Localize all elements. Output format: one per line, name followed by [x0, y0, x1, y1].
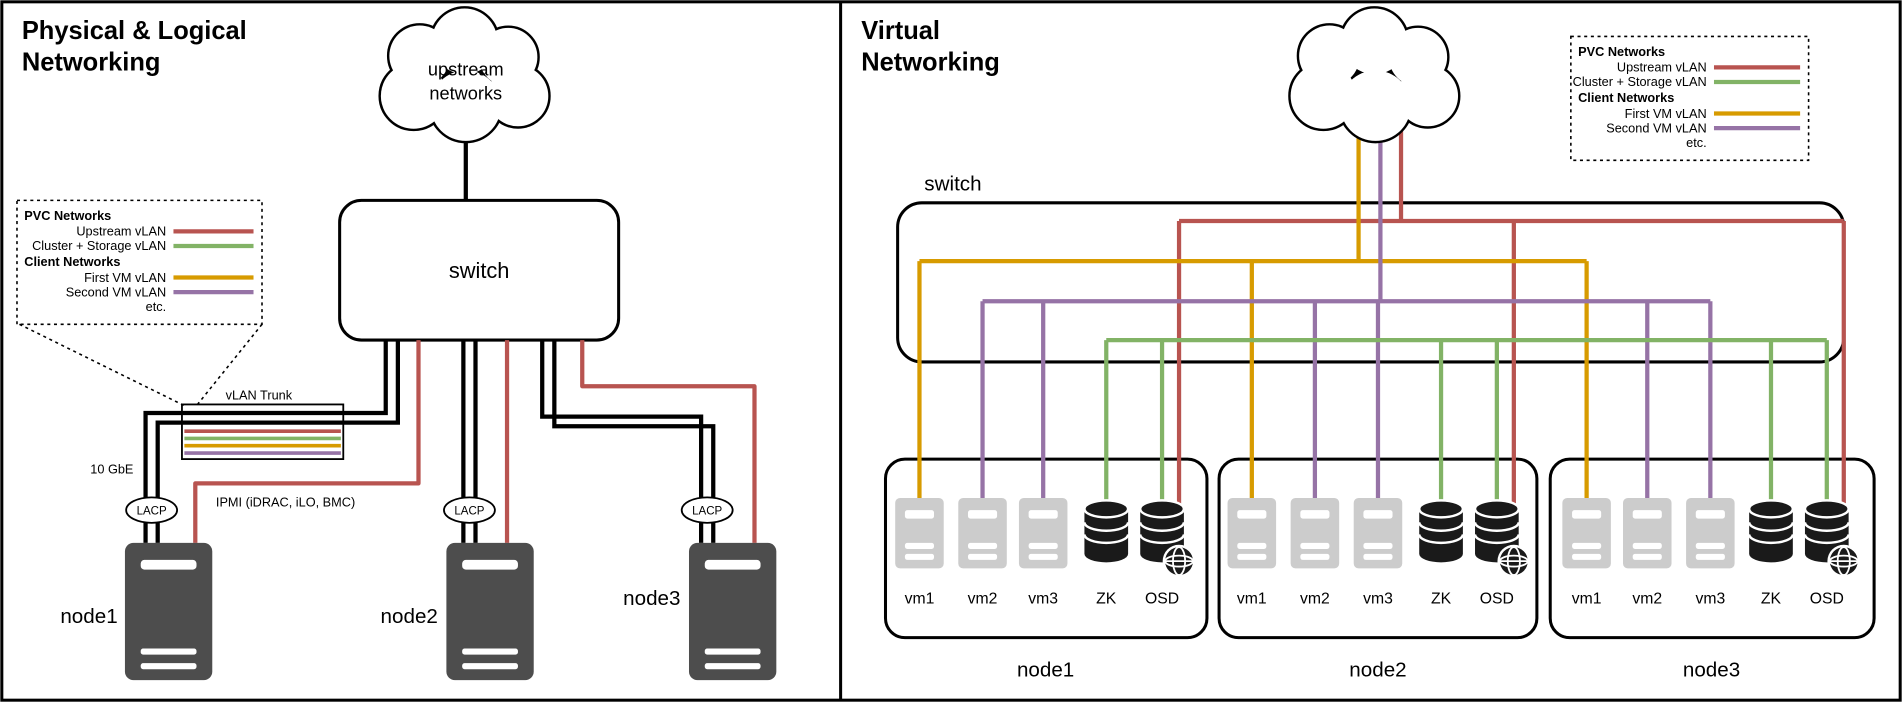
osd-label: OSD — [1145, 591, 1179, 608]
node3-ipmi-link — [580, 340, 757, 543]
globe-icon — [1162, 544, 1196, 578]
node1-server-icon — [124, 542, 213, 681]
vnode1-label: node1 — [1017, 658, 1074, 681]
legend-upstream-label: Upstream vLAN — [1617, 60, 1707, 75]
node1-uplink-a — [143, 340, 388, 543]
zk-icon — [1747, 499, 1795, 563]
vm2-label: vm2 — [1300, 591, 1330, 608]
lacp-label-node1: LACP — [137, 505, 167, 517]
legend-callout-line-left — [19, 323, 185, 407]
legend-pvc-header: PVC Networks — [1578, 44, 1665, 59]
vm2-label: vm2 — [968, 591, 998, 608]
node3-uplink-b — [552, 340, 716, 543]
right-panel-title-line2: Networking — [861, 48, 1000, 76]
legend-cluster-label: Cluster + Storage vLAN — [1573, 74, 1707, 89]
osd-label: OSD — [1480, 591, 1514, 608]
vlan-trunk: vLAN Trunk — [181, 388, 345, 461]
node1-ipmi-link — [193, 340, 421, 543]
legend-client-header: Client Networks — [1578, 90, 1674, 105]
legend-right: PVC Networks Upstream vLAN Cluster + Sto… — [1570, 35, 1810, 162]
vnode1-contents: vm1 vm2 vm3 ZK OSD — [895, 497, 1196, 608]
virtual-switch-label: switch — [924, 173, 981, 196]
vnode2-contents: vm1 vm2 vm3 ZK OSD — [1227, 497, 1531, 608]
ipmi-label: IPMI (iDRAC, iLO, BMC) — [216, 494, 355, 509]
legend-pvc-header: PVC Networks — [24, 208, 111, 223]
vm1-label: vm1 — [1237, 591, 1267, 608]
legend-first-vm-label: First VM vLAN — [84, 270, 166, 285]
node-uplinks — [143, 340, 716, 543]
ipmi-links — [193, 340, 757, 543]
node1-label: node1 — [60, 605, 117, 628]
legend-second-vm-label: Second VM vLAN — [66, 284, 166, 299]
switch-box — [338, 198, 621, 342]
legend-etc-label: etc. — [1686, 135, 1707, 150]
first-vm-vlan-net — [917, 127, 1589, 501]
node2-label: node2 — [381, 605, 438, 628]
node2-server-icon — [446, 542, 534, 681]
legend-second-vm-label: Second VM vLAN — [1606, 120, 1706, 135]
legend-cluster-label: Cluster + Storage vLAN — [32, 238, 166, 253]
osd-label: OSD — [1810, 591, 1844, 608]
vlan-trunk-label: vLAN Trunk — [226, 388, 293, 403]
legend-etc-label: etc. — [146, 299, 167, 314]
zk-label: ZK — [1431, 591, 1452, 608]
lacp-badge-node2 — [443, 496, 496, 524]
node3-server-icon — [688, 542, 777, 681]
osd-icon — [1803, 499, 1861, 578]
legend-box-right — [1570, 35, 1810, 162]
lacp-badge-node1 — [125, 496, 179, 524]
upstream-cloud: upstream networks — [378, 6, 551, 144]
zk-icon — [1083, 499, 1130, 563]
left-panel-title: Physical & Logical — [22, 17, 247, 45]
node3-uplink-a — [540, 340, 704, 543]
legend-upstream-label: Upstream vLAN — [76, 224, 166, 239]
vm3-label: vm3 — [1028, 591, 1058, 608]
legend-box — [16, 199, 263, 326]
second-vm-vlan-net — [980, 127, 1713, 501]
node3-label: node3 — [623, 587, 680, 610]
globe-icon — [1497, 544, 1531, 578]
osd-icon — [1473, 499, 1531, 578]
vm1-label: vm1 — [1572, 591, 1602, 608]
lacp-badges: LACP LACP LACP — [125, 496, 734, 524]
vm2-label: vm2 — [1632, 591, 1662, 608]
lacp-label-node3: LACP — [692, 505, 722, 517]
left-panel-title-line2: Networking — [22, 48, 161, 76]
legend-callout-line-right — [195, 323, 263, 407]
virtual-networking-panel: Virtual Networking switch PVC — [861, 6, 1876, 681]
cluster-storage-vlan-net — [1104, 337, 1829, 505]
legend-first-vm-label: First VM vLAN — [1625, 106, 1707, 121]
vm3-label: vm3 — [1695, 591, 1725, 608]
cloud-label-line1: upstream — [428, 59, 504, 79]
lacp-label-node2: LACP — [454, 505, 484, 517]
upstream-vlan-net — [1176, 127, 1846, 546]
physical-networking-panel: Physical & Logical Networking — [16, 6, 777, 681]
node1-uplink-b — [155, 340, 400, 543]
vnode2-label: node2 — [1349, 658, 1406, 681]
vm1-label: vm1 — [905, 591, 935, 608]
zk-label: ZK — [1761, 591, 1782, 608]
vlan-trunk-box — [181, 403, 345, 461]
cloud-label-line2: networks — [429, 84, 502, 104]
vnode3-label: node3 — [1683, 658, 1740, 681]
vnode3-contents: vm1 vm2 vm3 ZK OSD — [1562, 497, 1861, 608]
legend-client-header: Client Networks — [24, 254, 120, 269]
osd-icon — [1139, 499, 1196, 578]
zk-label: ZK — [1096, 591, 1117, 608]
right-panel-title: Virtual — [861, 17, 940, 45]
link-speed-label: 10 GbE — [90, 462, 133, 477]
lacp-badge-node3 — [680, 496, 734, 524]
switch-label: switch — [449, 258, 510, 283]
upstream-cloud-virtual — [1288, 6, 1461, 144]
vnode1-box — [883, 457, 1209, 640]
vm3-label: vm3 — [1363, 591, 1393, 608]
zk-icon — [1418, 499, 1465, 563]
legend-left: PVC Networks Upstream vLAN Cluster + Sto… — [16, 199, 263, 407]
globe-icon — [1827, 544, 1861, 578]
